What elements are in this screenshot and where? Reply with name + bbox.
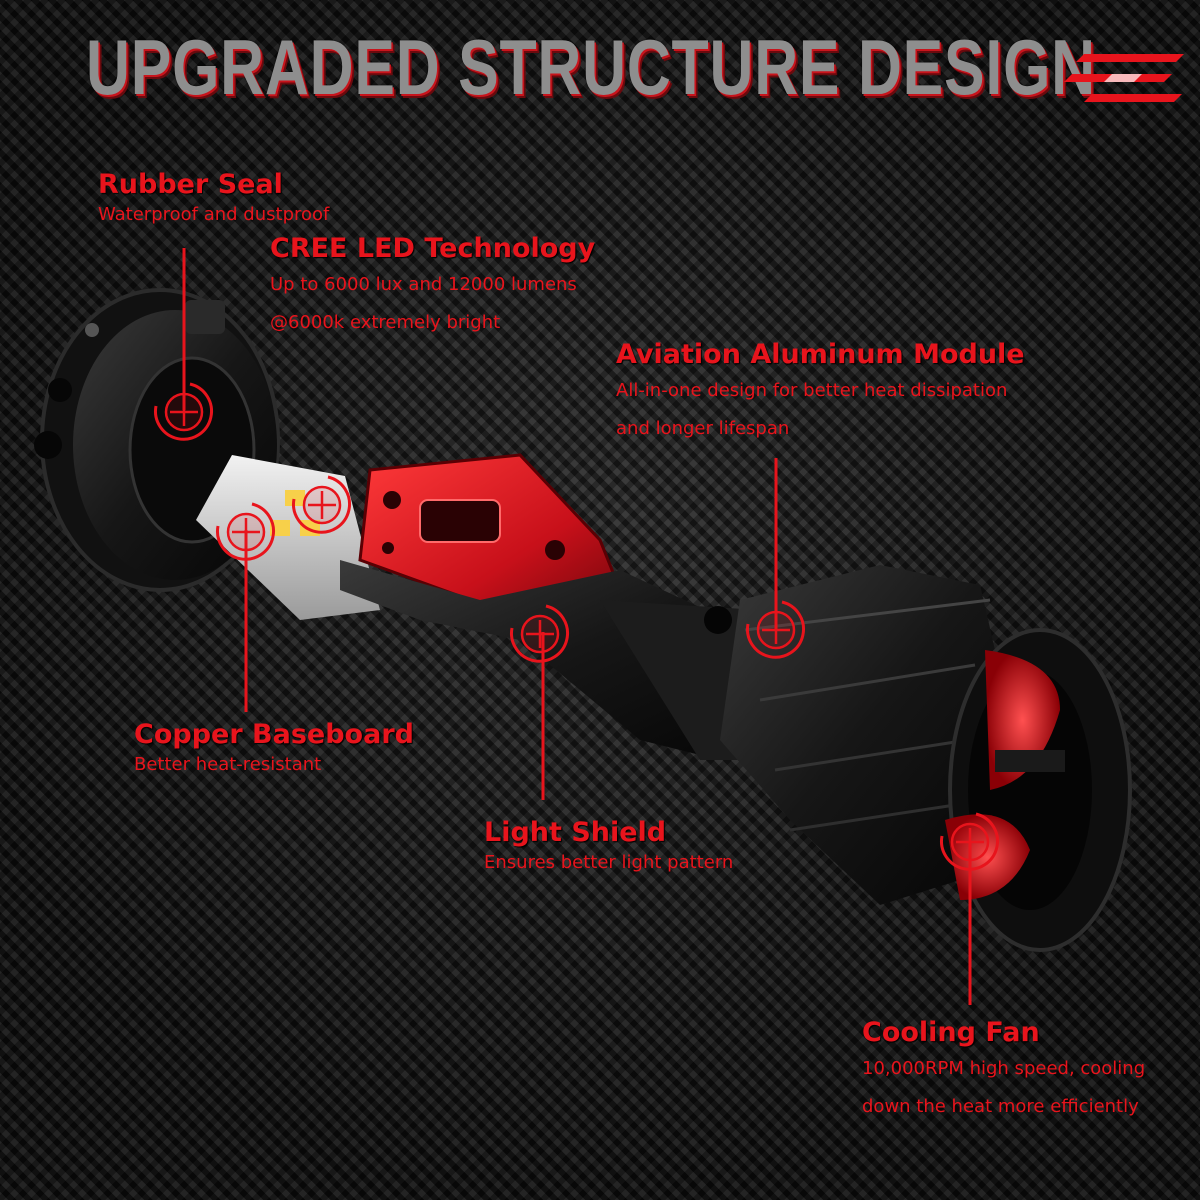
cooling-fan-part	[945, 628, 1132, 952]
callout-desc: Up to 6000 lux and 12000 lumens	[270, 274, 577, 295]
crosshair-marker-icon	[216, 502, 275, 561]
callout-desc: Ensures better light pattern	[484, 852, 734, 873]
crosshair-marker-icon	[292, 475, 351, 534]
callout-light-shield: Light Shield Ensures better light patter…	[484, 816, 733, 876]
crosshair-marker-icon	[154, 382, 213, 441]
callout-heading: Copper Baseboard	[134, 719, 414, 750]
callout-desc: Better heat-resistant	[134, 754, 322, 775]
callout-cree-led: CREE LED Technology Up to 6000 lux and 1…	[270, 232, 595, 342]
crosshair-marker-icon	[746, 600, 805, 659]
callout-desc: and longer lifespan	[616, 418, 790, 439]
page-title: UPGRADED STRUCTURE DESIGN	[86, 23, 1096, 111]
heat-sink-part	[720, 565, 995, 905]
crosshair-marker-icon	[510, 604, 569, 663]
crosshair-marker-icon	[940, 812, 999, 871]
copper-baseboard-part	[196, 455, 380, 620]
callout-heading: CREE LED Technology	[270, 233, 596, 264]
stripes-logo-icon	[1064, 54, 1184, 102]
callout-desc: @6000k extremely bright	[270, 312, 501, 333]
callout-desc: Waterproof and dustproof	[98, 204, 330, 225]
callout-aviation-aluminum: Aviation Aluminum Module All-in-one desi…	[616, 338, 1025, 448]
callout-heading: Light Shield	[484, 817, 667, 848]
callout-heading: Rubber Seal	[98, 169, 283, 200]
callout-desc: 10,000RPM high speed, cooling	[862, 1058, 1146, 1079]
callout-copper-baseboard: Copper Baseboard Better heat-resistant	[134, 718, 414, 778]
callout-rubber-seal: Rubber Seal Waterproof and dustproof	[98, 168, 329, 228]
markers	[154, 382, 999, 871]
callout-cooling-fan: Cooling Fan 10,000RPM high speed, coolin…	[862, 1016, 1145, 1126]
callout-heading: Cooling Fan	[862, 1017, 1040, 1048]
callout-desc: All-in-one design for better heat dissip…	[616, 380, 1008, 401]
callout-desc: down the heat more efficiently	[862, 1096, 1139, 1117]
callout-heading: Aviation Aluminum Module	[616, 339, 1025, 370]
